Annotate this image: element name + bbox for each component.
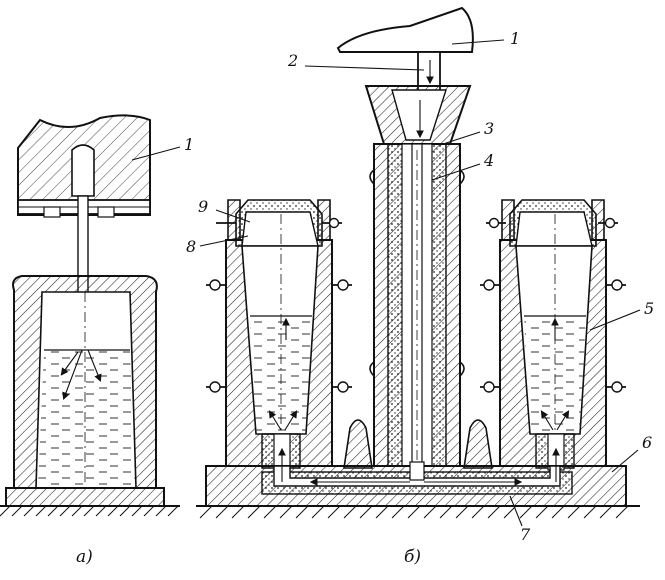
- ground-b: [196, 505, 640, 519]
- mould-right: [480, 199, 626, 471]
- label-2: 2: [287, 51, 298, 70]
- base-plate-b: [205, 447, 627, 507]
- label-1-a: 1: [184, 135, 194, 154]
- mould-a: [12, 275, 158, 489]
- label-3: 3: [484, 119, 494, 138]
- mould-left: [206, 199, 352, 471]
- figure-b-bottom-pouring: [196, 6, 641, 527]
- ladle-b: [336, 6, 474, 93]
- label-6: 6: [642, 433, 652, 452]
- label-8: 8: [186, 237, 196, 256]
- bolts-left: [206, 217, 352, 393]
- label-9: 9: [198, 197, 208, 216]
- leader-lines: [199, 39, 641, 527]
- label-7: 7: [520, 525, 531, 544]
- central-trumpet: [364, 85, 472, 467]
- base-plate-a: [5, 487, 165, 507]
- sand-cones: [343, 419, 493, 469]
- figure-a-top-pouring: [0, 114, 181, 517]
- label-4: 4: [483, 151, 494, 170]
- label-5: 5: [644, 299, 654, 318]
- ground-a: [0, 505, 180, 517]
- caption-a: а): [76, 547, 93, 567]
- bolts-right: [480, 217, 626, 393]
- caption-b: б): [404, 547, 421, 567]
- label-1-b: 1: [510, 29, 520, 48]
